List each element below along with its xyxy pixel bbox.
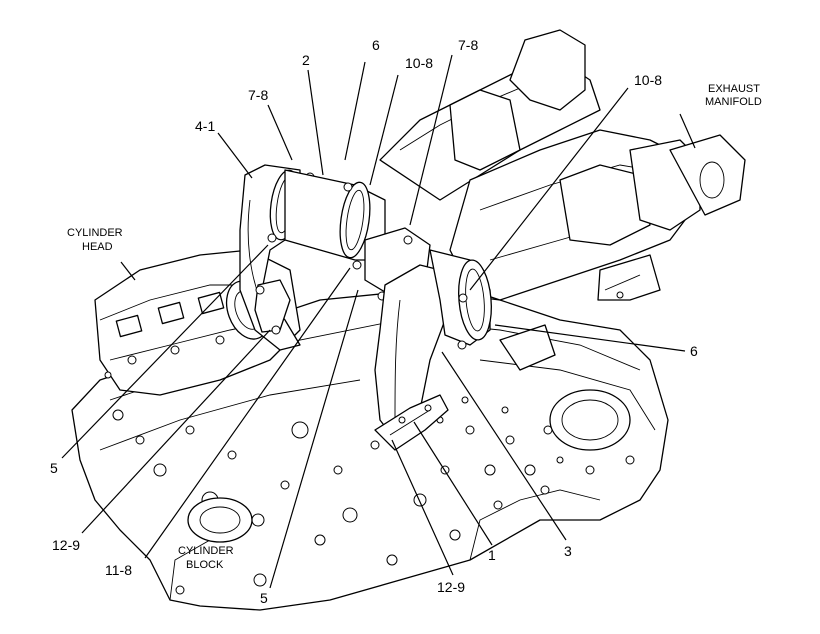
label-cylinder-block-line2: BLOCK (186, 559, 224, 571)
callout-labels: 2 6 7-8 10-8 7-8 10-8 4-1 6 5 12-9 11-8 … (50, 37, 698, 606)
callout-2: 2 (302, 52, 310, 68)
zone-labels: EXHAUST MANIFOLD CYLINDER HEAD CYLINDER … (67, 83, 762, 571)
callout-3: 3 (564, 543, 572, 559)
elbow-pipe-assembly (239, 164, 492, 451)
callout-7-8-top: 7-8 (458, 37, 478, 53)
callout-1: 1 (488, 547, 496, 563)
leader-lines (61, 54, 696, 589)
callout-12-9-left: 12-9 (52, 537, 80, 553)
callout-5-bottom: 5 (260, 590, 268, 606)
callout-10-8-top: 10-8 (405, 55, 433, 71)
label-exhaust-manifold-line1: EXHAUST (708, 83, 760, 95)
callout-10-8-right: 10-8 (634, 72, 662, 88)
callout-11-8: 11-8 (105, 562, 132, 578)
callout-7-8-left: 7-8 (248, 87, 268, 103)
callout-6-right: 6 (690, 343, 698, 359)
callout-6-top: 6 (372, 37, 380, 53)
exhaust-manifold-drawing (379, 29, 746, 371)
label-cylinder-block-line1: CYLINDER (178, 545, 234, 557)
callout-4-1: 4-1 (195, 118, 215, 134)
label-cylinder-head-line1: CYLINDER (67, 227, 123, 239)
callout-5-left: 5 (50, 460, 58, 476)
label-cylinder-head-line2: HEAD (82, 241, 113, 253)
callout-12-9-bottom: 12-9 (437, 579, 465, 595)
block-holes (112, 396, 635, 595)
label-exhaust-manifold-line2: MANIFOLD (705, 96, 762, 108)
